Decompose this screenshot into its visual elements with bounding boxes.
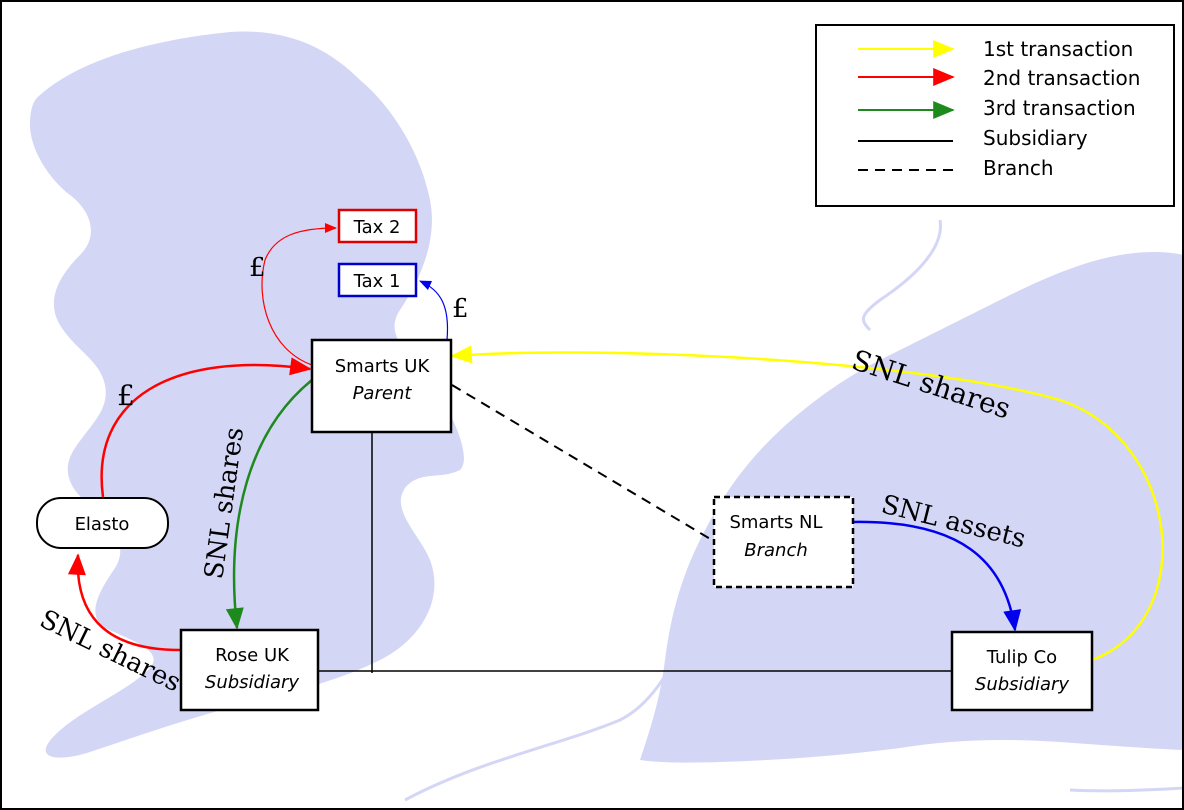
elasto-box xyxy=(36,497,169,549)
smarts-uk-role: Parent xyxy=(353,383,413,404)
ownership-lines xyxy=(318,384,952,673)
label-pound-tax1: £ xyxy=(452,294,469,324)
smarts-uk-name: Smarts UK xyxy=(335,356,431,377)
legend-box xyxy=(815,24,1175,207)
smarts-uk-box xyxy=(310,338,453,434)
label-pound-tax2: £ xyxy=(249,253,266,283)
tax2-name: Tax 2 xyxy=(353,217,401,238)
node-rose-uk: Rose UK Subsidiary xyxy=(179,628,320,712)
node-smarts-uk: Smarts UK Parent xyxy=(310,338,453,434)
green-arrow-snl-shares xyxy=(225,379,313,630)
branch-line xyxy=(451,384,713,541)
blue-arrow-tax1 xyxy=(419,280,449,341)
smarts-nl-name: Smarts NL xyxy=(729,512,822,533)
elasto-name: Elasto xyxy=(75,514,130,535)
rose-uk-box xyxy=(179,628,320,712)
label-pound-elasto: £ xyxy=(117,379,135,412)
river-3 xyxy=(1069,786,1184,793)
rose-uk-role: Subsidiary xyxy=(205,672,299,693)
tax1-name: Tax 1 xyxy=(353,271,401,292)
tulip-co-name: Tulip Co xyxy=(986,647,1057,668)
tulip-co-role: Subsidiary xyxy=(975,674,1069,695)
river-2 xyxy=(404,584,702,802)
node-tulip-co: Tulip Co Subsidiary xyxy=(950,630,1094,712)
legend: 1st transaction 2nd transaction 3rd tran… xyxy=(815,24,1175,207)
node-smarts-nl: Smarts NL Branch xyxy=(712,495,855,589)
red-arrow-tax2 xyxy=(261,223,337,366)
legend-label-5: Branch xyxy=(983,156,1054,180)
legend-label-2: 2nd transaction xyxy=(983,66,1140,90)
blue-arrow-snl-assets xyxy=(851,520,1022,632)
tulip-co-box xyxy=(950,630,1094,712)
node-tax1: Tax 1 xyxy=(337,262,418,298)
smarts-nl-role: Branch xyxy=(744,540,808,561)
red-arrow-snl-shares xyxy=(67,553,181,652)
node-elasto: Elasto xyxy=(36,497,169,549)
red-arrow-pound xyxy=(100,357,312,498)
smarts-nl-box xyxy=(712,495,855,589)
river-1 xyxy=(862,219,942,332)
tax1-box xyxy=(337,262,418,298)
yellow-arrow-snl-shares xyxy=(450,345,1164,662)
tax2-box xyxy=(337,208,418,244)
legend-label-4: Subsidiary xyxy=(983,126,1088,150)
rose-uk-name: Rose UK xyxy=(215,645,290,666)
legend-label-3: 3rd transaction xyxy=(983,96,1136,120)
transaction-arrows xyxy=(67,223,1164,662)
legend-label-1: 1st transaction xyxy=(983,37,1133,61)
node-tax2: Tax 2 xyxy=(337,208,418,244)
